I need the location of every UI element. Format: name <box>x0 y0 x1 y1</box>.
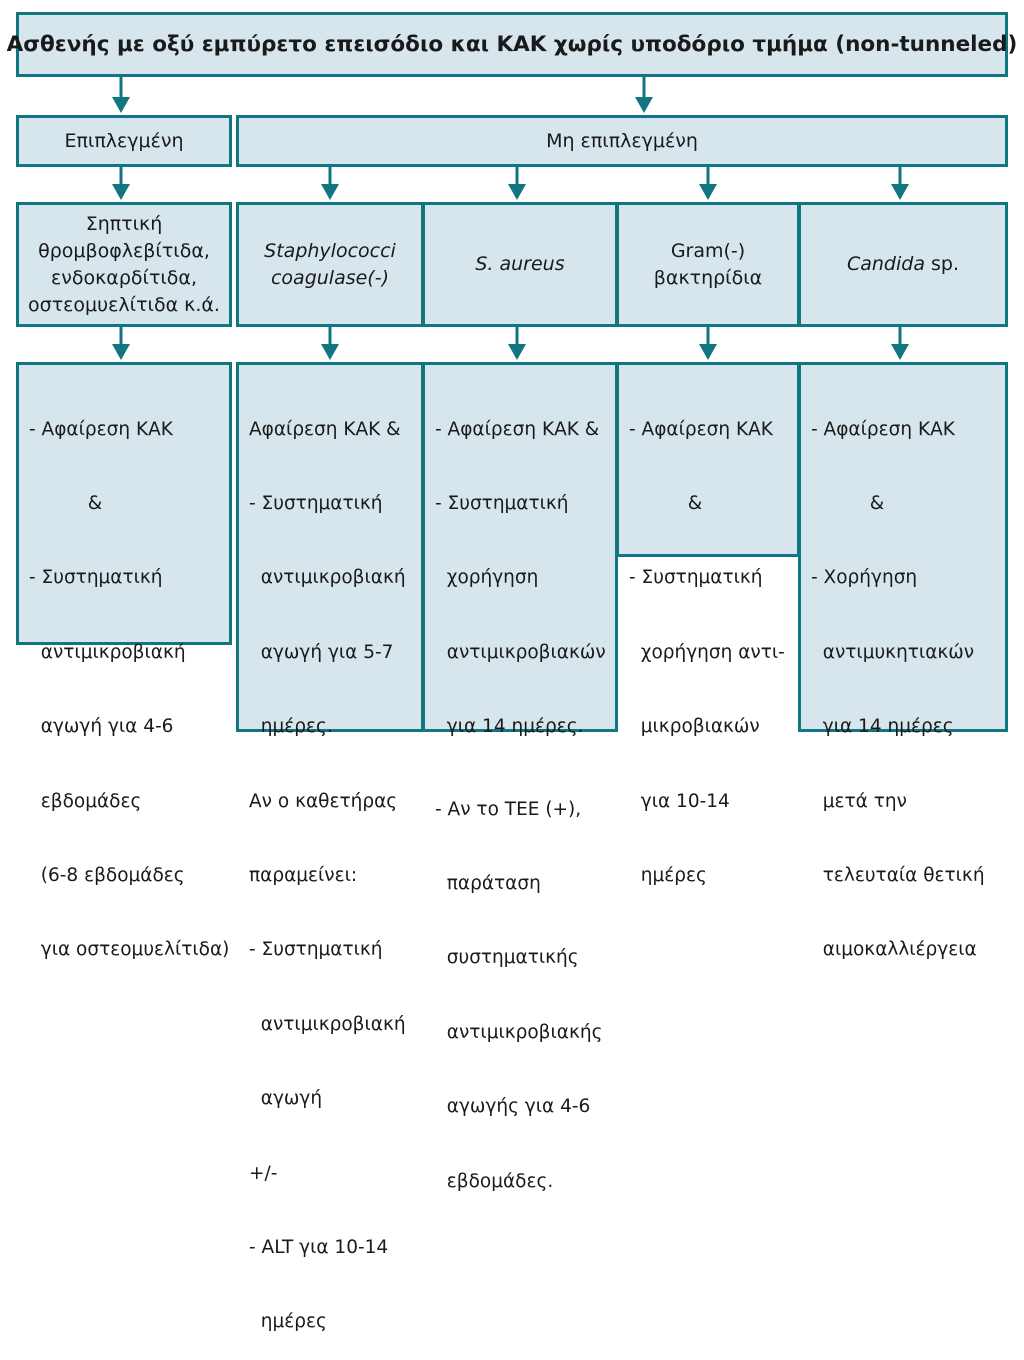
complicated-condition-box: Σηπτική θρομβοφλεβίτιδα, ενδοκαρδίτιδα, … <box>16 202 232 327</box>
treatment-line: Αφαίρεση ΚΑΚ & <box>249 418 401 440</box>
treatment-line: για 10-14 <box>629 790 730 812</box>
treatment-line: αιμοκαλλιέργεια <box>811 939 977 961</box>
arrowhead <box>891 344 909 360</box>
treatment-line: μικροβιακών <box>629 716 760 738</box>
treatment-line: αγωγή για 5-7 <box>249 641 394 663</box>
treatment-line: αγωγή για 4-6 <box>29 716 174 738</box>
treatment-line: παραμείνει: <box>249 864 358 886</box>
treatment-line: - Συστηματική <box>435 492 569 514</box>
treatment-line: αντιμικροβιακή <box>249 567 406 589</box>
connector-arrows <box>112 77 909 360</box>
treatment-line: - Χορήγηση <box>811 567 918 589</box>
title-box: Ασθενής με οξύ εμπύρετο επεισόδιο και ΚΑ… <box>7 12 1017 77</box>
saureus-condition-label: S. aureus <box>475 253 565 275</box>
treatment-line: - Αφαίρεση ΚΑΚ & <box>435 418 600 440</box>
arrowhead <box>112 97 130 113</box>
treatment-line: αγωγή <box>249 1088 323 1110</box>
cons-condition-box: Staphylococci coagulase(-) <box>236 202 424 327</box>
arrowhead <box>635 97 653 113</box>
arrowhead <box>508 344 526 360</box>
candida-condition-label: Candida sp. <box>847 251 959 278</box>
candida-treatment-box: - Αφαίρεση ΚΑΚ & - Χορήγηση αντιμυκητιακ… <box>798 362 1008 960</box>
treatment-line: συστηματικής <box>435 947 579 969</box>
treatment-line: - Αφαίρεση ΚΑΚ <box>29 418 173 440</box>
candida-genus: Candida <box>846 253 925 275</box>
cons-condition-line: Staphylococci <box>264 239 396 262</box>
complicated-condition-line: θρομβοφλεβίτιδα, <box>38 239 210 262</box>
arrowhead <box>699 344 717 360</box>
uncomplicated-branch-box: Μη επιπλεγμένη <box>236 115 1008 167</box>
arrowhead <box>112 344 130 360</box>
treatment-line: & <box>29 492 103 514</box>
treatment-line: - Συστηματική <box>29 567 163 589</box>
treatment-line: & <box>629 492 703 514</box>
treatment-line: παράταση <box>435 872 541 894</box>
complicated-condition-line: ενδοκαρδίτιδα, <box>50 266 197 289</box>
treatment-line: για 14 ημέρες. <box>435 716 584 738</box>
arrowhead <box>321 184 339 200</box>
complicated-branch-box: Επιπλεγμένη <box>16 115 232 167</box>
treatment-line: χορήγηση αντι- <box>629 641 785 663</box>
treatment-line: αντιμικροβιακή <box>29 641 186 663</box>
arrowhead <box>112 184 130 200</box>
treatment-line: (6-8 εβδομάδες <box>29 864 185 886</box>
treatment-line: για οστεομυελίτιδα) <box>29 939 230 961</box>
treatment-line: αντιμυκητιακών <box>811 641 975 663</box>
treatment-line: ημέρες <box>629 864 707 886</box>
treatment-line: εβδομάδες <box>29 790 142 812</box>
complicated-branch-label: Επιπλεγμένη <box>64 130 184 152</box>
gramneg-condition-line: Gram(-) <box>670 239 746 262</box>
treatment-line: αντιμικροβιακή <box>249 1013 406 1035</box>
treatment-line: - Αφαίρεση ΚΑΚ <box>811 418 955 440</box>
treatment-line: - Συστηματική <box>249 939 383 961</box>
treatment-line: μετά την <box>811 790 907 812</box>
uncomplicated-branch-label: Μη επιπλεγμένη <box>546 130 698 152</box>
cons-condition-line: coagulase(-) <box>270 266 389 289</box>
candida-species: sp. <box>924 253 960 275</box>
treatment-line: - Συστηματική <box>629 567 763 589</box>
treatment-line: - Αν το TEE (+), <box>435 798 582 820</box>
treatment-line: ημέρες. <box>249 716 333 738</box>
arrowhead <box>699 184 717 200</box>
treatment-line: - Αφαίρεση ΚΑΚ <box>629 418 773 440</box>
gramneg-treatment-box: - Αφαίρεση ΚΑΚ & - Συστηματική χορήγηση … <box>616 362 800 886</box>
gramneg-condition-line: βακτηρίδια <box>653 266 763 289</box>
saureus-condition-box: S. aureus <box>422 202 618 327</box>
treatment-line: τελευταία θετική <box>811 864 985 886</box>
gramneg-condition-box: Gram(-) βακτηρίδια <box>616 202 800 327</box>
arrowhead <box>508 184 526 200</box>
treatment-line: αντιμικροβιακών <box>435 641 606 663</box>
complicated-condition-line: οστεομυελίτιδα κ.ά. <box>28 293 220 316</box>
treatment-line: - ALT για 10-14 <box>249 1236 389 1258</box>
candida-condition-box: Candida sp. <box>798 202 1008 327</box>
treatment-line: ημέρες <box>249 1311 327 1333</box>
treatment-line: Αν ο καθετήρας <box>249 790 398 812</box>
treatment-line: +/- <box>249 1162 278 1184</box>
treatment-line: - Συστηματική <box>249 492 383 514</box>
treatment-line: αγωγής για 4-6 <box>435 1096 591 1118</box>
title-text: Ασθενής με οξύ εμπύρετο επεισόδιο και ΚΑ… <box>6 32 1018 57</box>
treatment-line: εβδομάδες. <box>435 1170 554 1192</box>
complicated-condition-line: Σηπτική <box>85 212 163 235</box>
treatment-line: & <box>811 492 885 514</box>
treatment-line: για 14 ημέρες <box>811 716 954 738</box>
arrowhead <box>891 184 909 200</box>
treatment-line: χορήγηση <box>435 567 539 589</box>
treatment-line: αντιμικροβιακής <box>435 1021 603 1043</box>
arrowhead <box>321 344 339 360</box>
